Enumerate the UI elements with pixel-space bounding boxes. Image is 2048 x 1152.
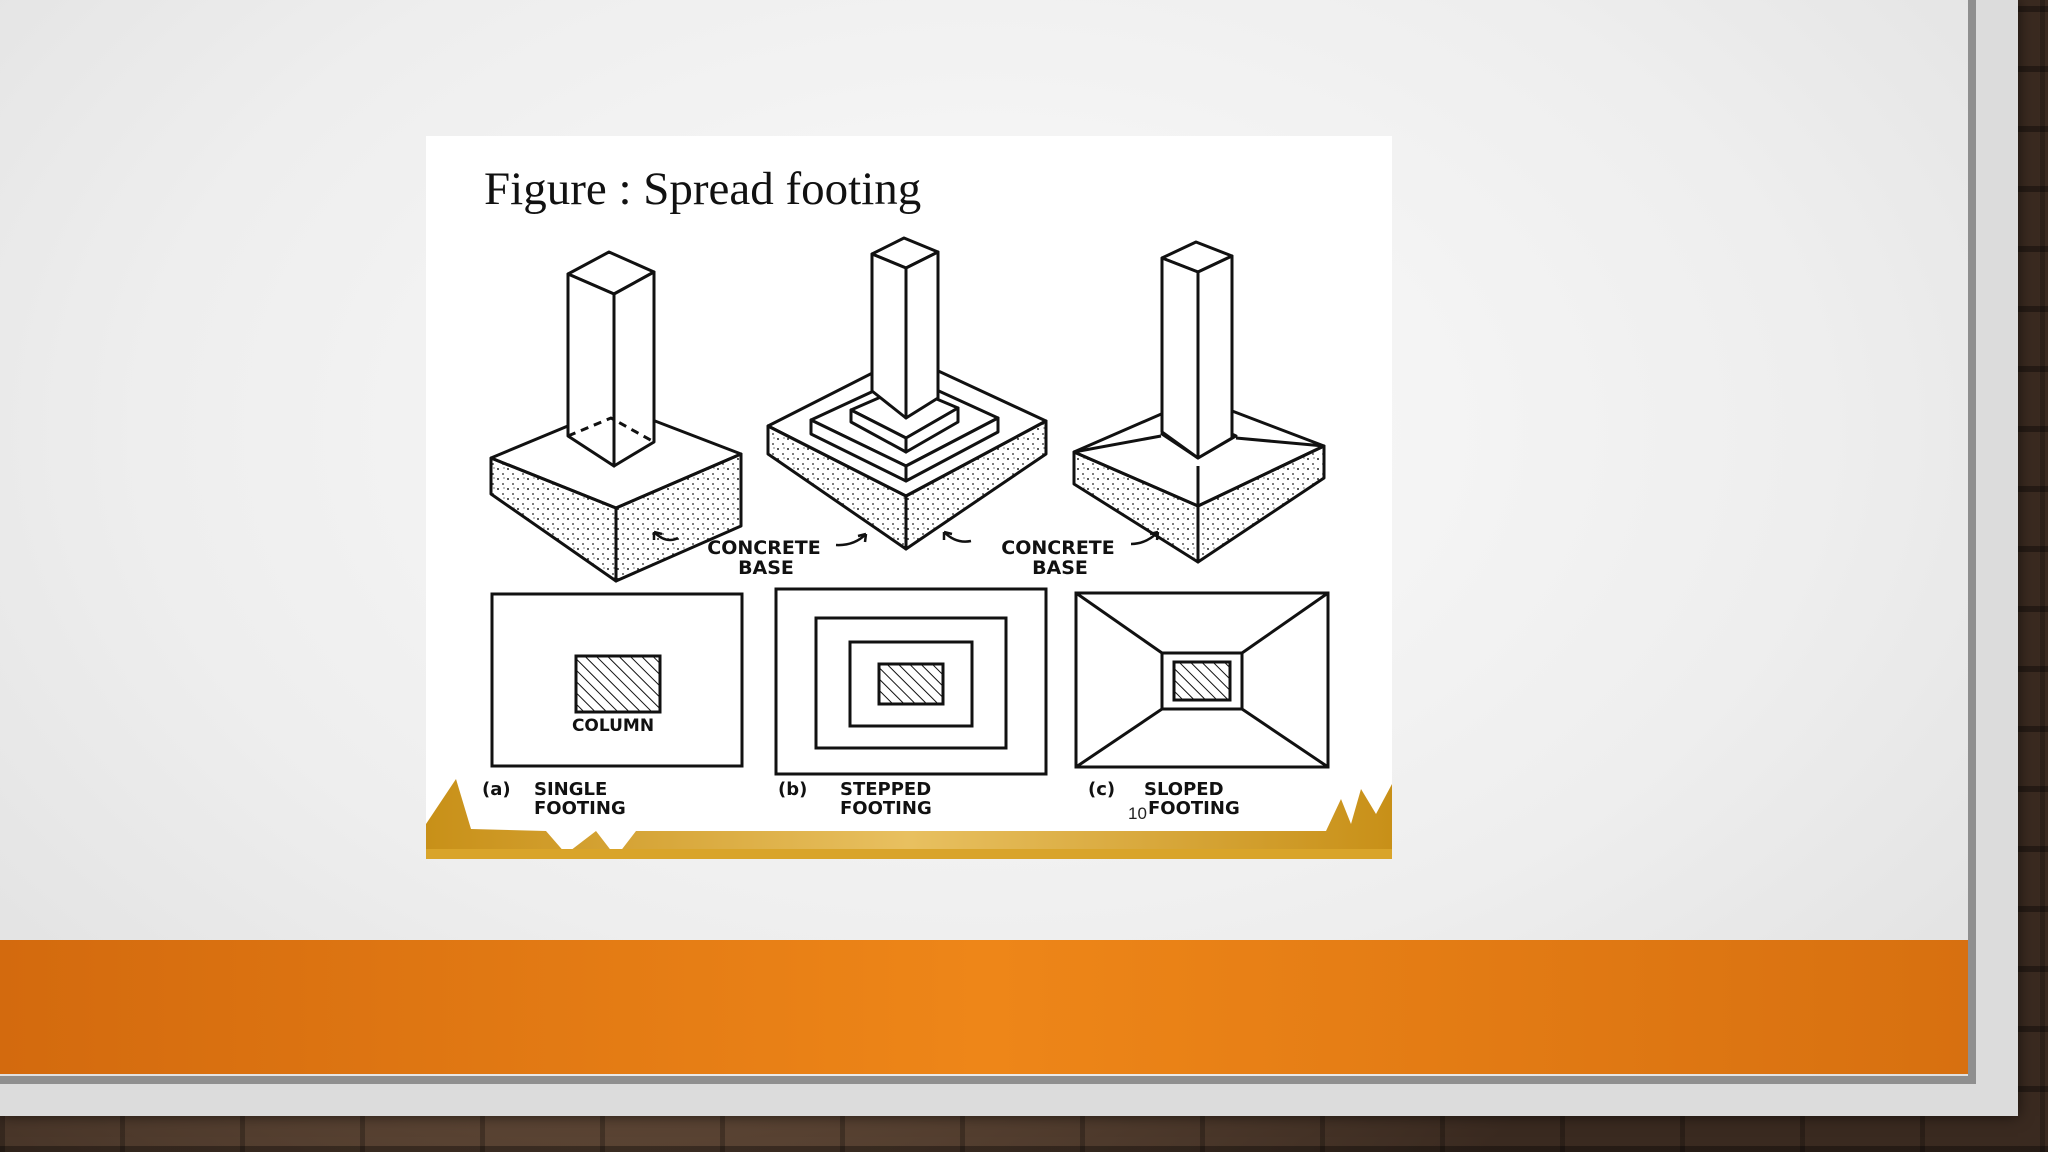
footing-c-plan [1074, 591, 1330, 769]
footing-drawings: CONCRETE BASE CONCRETE BASE COLUMN [482, 236, 1330, 823]
caption-b-line1: STEPPED [840, 779, 931, 800]
caption-c: (c) SLOPED FOOTING [1088, 779, 1240, 819]
caption-a-line2: FOOTING [534, 798, 626, 819]
footing-b-3d [766, 236, 1048, 551]
footing-b-plan [774, 587, 1048, 776]
caption-b: (b) STEPPED FOOTING [778, 779, 932, 819]
caption-c-line1: SLOPED [1144, 779, 1224, 800]
footing-a-3d [489, 250, 743, 583]
caption-c-line2: FOOTING [1148, 798, 1240, 819]
gold-decoration [426, 779, 1392, 859]
concrete-base-label-left: CONCRETE [707, 537, 821, 559]
caption-b-line2: FOOTING [840, 798, 932, 819]
caption-c-tag: (c) [1088, 779, 1115, 800]
spread-footing-figure: Figure : Spread footing [426, 136, 1392, 859]
slide: Figure : Spread footing [0, 0, 1976, 1084]
figure-title: Figure : Spread footing [484, 163, 922, 215]
footing-a-plan [490, 592, 744, 768]
orange-footer-band [0, 940, 1968, 1074]
concrete-base-label-left-2: BASE [738, 557, 794, 579]
caption-a: (a) SINGLE FOOTING [482, 779, 626, 819]
concrete-base-label-right-2: BASE [1032, 557, 1088, 579]
caption-b-tag: (b) [778, 779, 807, 800]
slide-frame: Figure : Spread footing [0, 0, 2018, 1116]
column-label: COLUMN [572, 716, 654, 736]
concrete-base-label-right: CONCRETE [1001, 537, 1115, 559]
concrete-base-arrows [652, 530, 1160, 547]
caption-a-line1: SINGLE [534, 779, 607, 800]
page-number: 10 [1128, 804, 1147, 823]
caption-a-tag: (a) [482, 779, 511, 800]
footing-c-3d [1072, 240, 1326, 564]
